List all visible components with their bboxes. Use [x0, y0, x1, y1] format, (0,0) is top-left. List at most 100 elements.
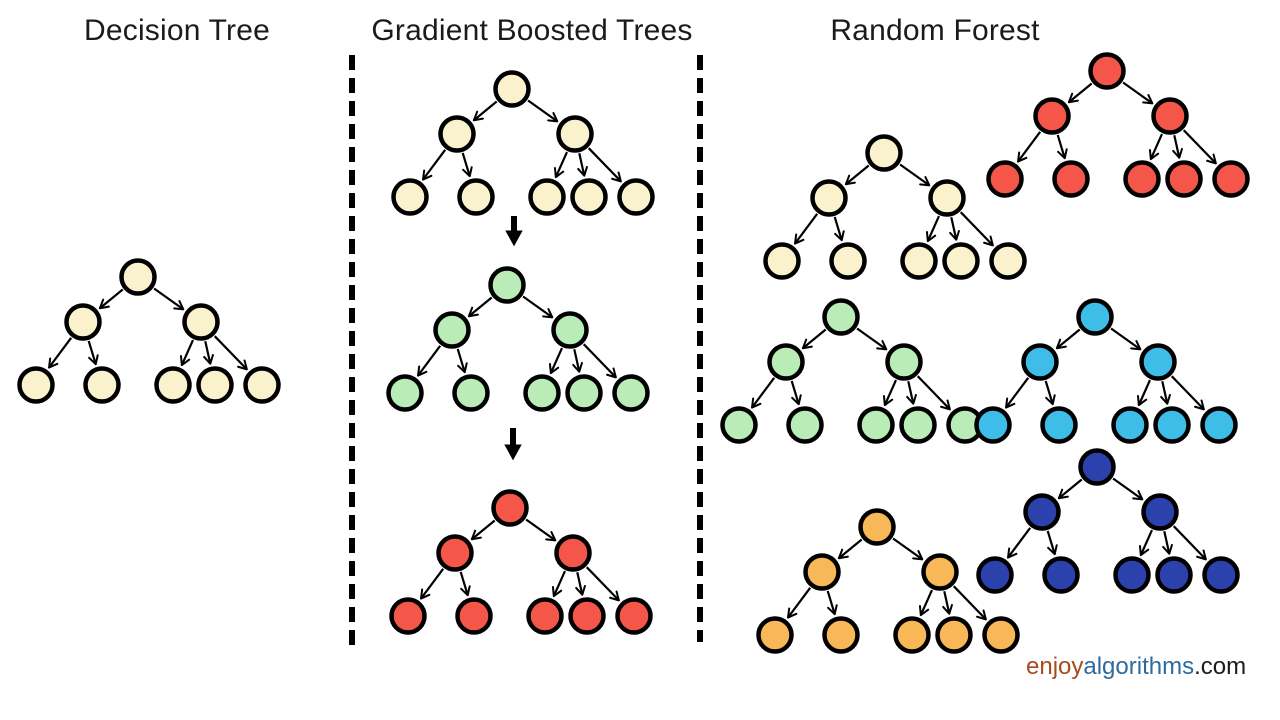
tree-edge — [522, 295, 554, 319]
tree-node-left — [1021, 343, 1059, 381]
tree-node-left — [64, 303, 102, 341]
tree-edge — [1136, 379, 1151, 407]
tree-node-leaf_rr — [989, 242, 1027, 280]
tree-node-leaf_ll — [17, 366, 55, 404]
tree-node-leaf_rr — [615, 597, 653, 635]
tree-node-leaf_lr — [822, 616, 860, 654]
section-title-gradient-boosted-trees: Gradient Boosted Trees — [371, 14, 693, 47]
tree-edge — [916, 375, 951, 411]
watermark-enjoy: enjoy — [1026, 653, 1084, 680]
tree-node-leaf_lr — [455, 597, 493, 635]
decision-tree — [17, 258, 281, 404]
tree-edge — [422, 149, 447, 181]
tree-edge — [906, 381, 917, 405]
tree-node-leaf_rm — [1165, 160, 1203, 198]
tree-node-leaf_rr — [617, 178, 655, 216]
tree-edge — [794, 213, 819, 245]
tree-node-right — [556, 115, 594, 153]
tree-node-leaf_rm — [1155, 556, 1193, 594]
tree-edge — [98, 288, 124, 310]
tree-node-leaf_rr — [1212, 160, 1250, 198]
tree-node-leaf_rr — [1200, 406, 1238, 444]
tree-node-leaf_rr — [612, 374, 650, 412]
tree-edge — [472, 100, 498, 122]
tree-edge — [801, 328, 827, 350]
tree-node-root — [488, 266, 526, 304]
tree-node-leaf_lr — [1042, 556, 1080, 594]
tree-node-leaf_ll — [389, 597, 427, 635]
tree-node-left — [810, 179, 848, 217]
tree-edge — [952, 585, 987, 621]
tree-node-leaf_ll — [720, 406, 758, 444]
section-title-decision-tree: Decision Tree — [83, 14, 271, 47]
tree-edge — [551, 570, 566, 598]
tree-node-leaf_lr — [452, 374, 490, 412]
tree-node-leaf_rl — [1123, 160, 1161, 198]
tree-node-left — [1033, 97, 1071, 135]
tree-node-leaf_rr — [982, 616, 1020, 654]
tree-edge — [1007, 527, 1032, 559]
tree-node-leaf_ll — [976, 556, 1014, 594]
tree-edge — [856, 327, 888, 351]
watermark-algorithms: algorithms — [1083, 653, 1195, 680]
tree-node-root — [822, 298, 860, 336]
tree-node-leaf_ll — [386, 374, 424, 412]
tree-edge — [585, 566, 620, 602]
tree-edge — [87, 340, 99, 366]
tree-edge — [1112, 477, 1144, 501]
rf-tree-5 — [756, 508, 1020, 654]
tree-node-leaf_rm — [196, 366, 234, 404]
tree-node-root — [858, 508, 896, 546]
tree-edge — [959, 211, 994, 247]
tree-node-root — [1076, 298, 1114, 336]
tree-node-leaf_ll — [763, 242, 801, 280]
tree-node-leaf_lr — [1040, 406, 1078, 444]
tree-node-right — [928, 179, 966, 217]
rf-tree-4 — [974, 298, 1238, 444]
tree-node-right — [554, 534, 592, 572]
tree-node-leaf_rl — [526, 597, 564, 635]
tree-node-left — [1023, 493, 1061, 531]
tree-node-root — [865, 134, 903, 172]
watermark-com: .com — [1194, 653, 1247, 680]
tree-node-left — [803, 553, 841, 591]
tree-node-leaf_rm — [1153, 406, 1191, 444]
tree-node-root — [1078, 448, 1116, 486]
tree-edge — [833, 216, 845, 242]
tree-edge — [1017, 131, 1042, 163]
tree-node-left — [433, 311, 471, 349]
tree-edge — [1067, 82, 1093, 104]
tree-edge — [1057, 478, 1083, 500]
tree-edge — [1138, 529, 1153, 557]
tree-edge — [417, 345, 442, 377]
tree-node-right — [1141, 493, 1179, 531]
tree-edge — [203, 341, 214, 365]
tree-node-root — [491, 489, 529, 527]
tree-node-leaf_rm — [568, 597, 606, 635]
tree-edge — [1110, 327, 1142, 351]
tree-node-left — [767, 343, 805, 381]
tree-node-leaf_rm — [942, 242, 980, 280]
rf-tree-3 — [720, 298, 984, 444]
tree-node-leaf_rl — [154, 366, 192, 404]
tree-edge — [467, 296, 493, 318]
tree-node-right — [551, 311, 589, 349]
tree-node-leaf_rl — [528, 178, 566, 216]
tree-node-leaf_rr — [1202, 556, 1240, 594]
tree-edge — [456, 348, 468, 374]
gbt-tree-1 — [391, 70, 655, 216]
tree-node-leaf_rm — [565, 374, 603, 412]
tree-edge — [790, 380, 802, 406]
tree-edge — [844, 164, 870, 186]
tree-edge — [548, 347, 563, 375]
tree-edge — [826, 590, 838, 616]
tree-edge — [459, 571, 471, 597]
tree-edge — [837, 538, 863, 560]
tree-edge — [1160, 381, 1171, 405]
tree-node-leaf_ll — [974, 406, 1012, 444]
tree-edge — [1170, 375, 1205, 411]
tree-edge — [582, 343, 617, 379]
tree-edge — [587, 147, 622, 183]
tree-node-leaf_ll — [986, 160, 1024, 198]
